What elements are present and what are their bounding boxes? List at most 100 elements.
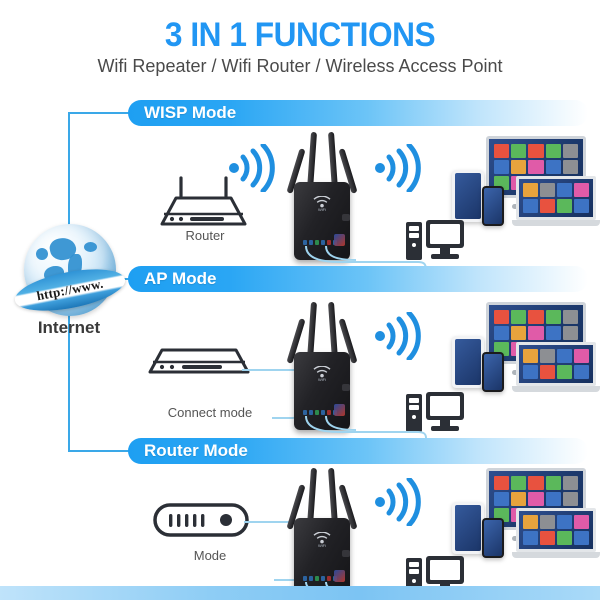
app-tile <box>540 199 555 213</box>
app-tile <box>523 365 538 379</box>
app-tile <box>545 326 561 340</box>
wifi-signal-icon <box>375 312 421 360</box>
extender-port <box>342 214 350 221</box>
app-tile <box>494 492 510 506</box>
app-tile <box>494 144 510 158</box>
ap-source-label: Connect mode <box>167 405 253 420</box>
svg-text:WiFi: WiFi <box>318 207 326 212</box>
wisp-source-label: Router <box>185 228 225 243</box>
app-tile <box>557 365 572 379</box>
desktop-pc-icon <box>406 220 464 262</box>
desktop-pc-icon <box>406 392 464 434</box>
laptop-tiles <box>516 508 596 552</box>
ethernet-cable <box>305 416 427 439</box>
tablet-icon <box>452 502 484 554</box>
app-tile <box>545 310 561 324</box>
svg-text:WiFi: WiFi <box>318 543 326 548</box>
laptop-tiles <box>516 342 596 386</box>
banner-ap-mode[interactable]: AP Mode <box>128 266 588 292</box>
app-tile <box>511 310 527 324</box>
app-tile <box>511 476 527 490</box>
banner-router-mode[interactable]: Router Mode <box>128 438 588 464</box>
app-tile <box>574 183 589 197</box>
app-tile <box>540 349 555 363</box>
app-tile <box>540 365 555 379</box>
laptop-tiles <box>516 176 596 220</box>
router-source-label: Mode <box>193 548 227 563</box>
app-tile <box>494 326 510 340</box>
app-tile <box>528 144 544 158</box>
app-tile <box>574 531 589 545</box>
svg-text:WiFi: WiFi <box>318 377 326 382</box>
app-tile <box>523 349 538 363</box>
extender-port <box>342 550 350 557</box>
modem-leds-icon <box>153 503 249 537</box>
app-tile <box>562 310 578 324</box>
internet-label: Internet <box>37 318 101 337</box>
phone-icon <box>482 186 504 226</box>
laptop-icon <box>512 176 600 234</box>
app-tile <box>574 515 589 529</box>
client-device-cluster <box>450 466 600 586</box>
banner-wisp-mode[interactable]: WISP Mode <box>128 100 588 126</box>
ethernet-cable <box>305 246 427 271</box>
app-tile <box>528 326 544 340</box>
client-device-cluster <box>450 134 600 254</box>
app-tile <box>574 365 589 379</box>
app-tile <box>557 349 572 363</box>
tablet-icon <box>452 336 484 388</box>
wifi-signal-icon <box>375 478 421 526</box>
app-tile <box>528 492 544 506</box>
extender-wifi-logo: WiFi <box>313 366 331 382</box>
bracket-stub-wisp <box>68 112 130 114</box>
app-tile <box>574 199 589 213</box>
app-tile <box>523 531 538 545</box>
app-tile <box>528 310 544 324</box>
extender-wifi-logo: WiFi <box>313 196 331 212</box>
laptop-icon <box>512 508 600 566</box>
wifi-router-icon <box>160 176 247 226</box>
modem-icon <box>148 348 250 374</box>
app-tile <box>528 476 544 490</box>
app-tile <box>562 492 578 506</box>
app-tile <box>557 515 572 529</box>
bottom-accent-strip <box>0 586 600 600</box>
app-tile <box>511 492 527 506</box>
wifi-signal-icon <box>375 144 421 192</box>
extender-badge <box>334 404 345 416</box>
extender-port <box>342 384 350 391</box>
app-tile <box>523 183 538 197</box>
banner-wisp-mode-label: WISP Mode <box>144 103 237 122</box>
app-tile <box>562 326 578 340</box>
app-tile <box>540 183 555 197</box>
internet-node: http://www. Internet <box>10 222 129 342</box>
app-tile <box>494 310 510 324</box>
app-tile <box>494 160 510 174</box>
laptop-icon <box>512 342 600 400</box>
extender-badge <box>334 570 345 582</box>
app-tile <box>523 199 538 213</box>
app-tile <box>494 476 510 490</box>
app-tile <box>562 144 578 158</box>
banner-router-mode-label: Router Mode <box>144 441 248 460</box>
app-tile <box>545 160 561 174</box>
app-tile <box>528 160 544 174</box>
page-title: 3 IN 1 FUNCTIONS <box>164 16 436 54</box>
page-subtitle: Wifi Repeater / Wifi Router / Wireless A… <box>97 56 503 76</box>
app-tile <box>523 515 538 529</box>
app-tile <box>540 531 555 545</box>
app-tile <box>545 492 561 506</box>
extender-wifi-logo: WiFi <box>313 532 331 548</box>
tablet-icon <box>452 170 484 222</box>
app-tile <box>557 531 572 545</box>
phone-icon <box>482 518 504 558</box>
app-tile <box>540 515 555 529</box>
bracket-stub-router <box>68 450 130 452</box>
extender-badge <box>334 234 345 246</box>
phone-icon <box>482 352 504 392</box>
app-tile <box>511 326 527 340</box>
app-tile <box>562 160 578 174</box>
app-tile <box>557 199 572 213</box>
wifi-signal-icon <box>229 144 275 192</box>
